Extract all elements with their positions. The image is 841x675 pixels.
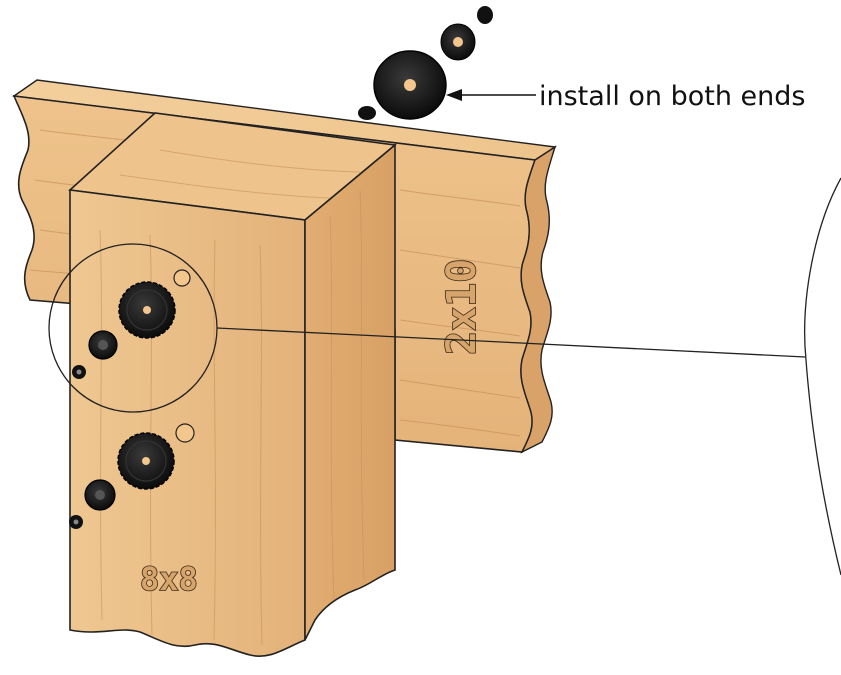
- far-bolt-shank-icon: [358, 106, 376, 120]
- post-8x8: 8x8: [68, 112, 397, 657]
- far-bolt-tip-icon: [477, 6, 493, 24]
- beam-end-face: [520, 145, 557, 454]
- far-end-hardware: [358, 6, 493, 120]
- post-grain: [99, 149, 365, 646]
- post-side-face: [304, 143, 396, 641]
- upper-bolt-assembly: [72, 269, 191, 379]
- upper-washer-center-dot: [143, 306, 151, 314]
- lower-washer-center-dot: [142, 457, 150, 465]
- detail-leader-line: [216, 327, 806, 358]
- callout-arrowhead-icon: [446, 89, 462, 101]
- callout-text: install on both ends: [539, 81, 805, 112]
- upper-bolt-hole-icon: [173, 269, 191, 287]
- lower-bolt-hole-icon: [175, 423, 195, 443]
- callout: install on both ends: [446, 81, 805, 112]
- detail-view-marker: [48, 177, 841, 576]
- detail-enlarged-circle-arc: [804, 177, 841, 576]
- post-label: 8x8: [140, 560, 198, 598]
- lower-bolt-assembly: [69, 423, 195, 529]
